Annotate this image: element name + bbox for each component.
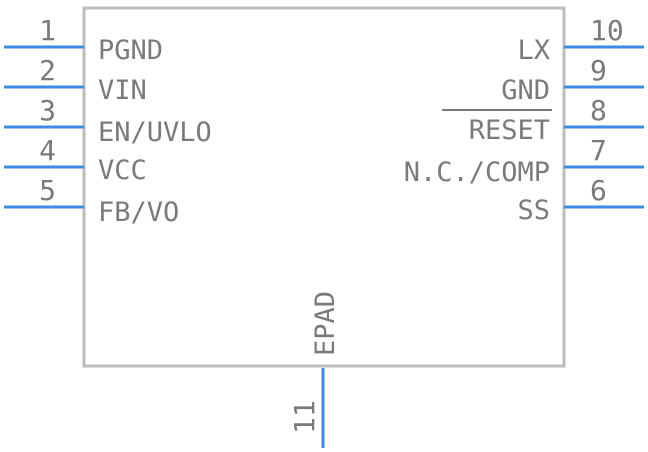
pin-number-6: 6 — [590, 174, 607, 207]
pin-number-4: 4 — [39, 134, 56, 167]
pin-name-8: RESET — [469, 115, 550, 146]
pin-name-3: EN/UVLO — [98, 117, 212, 148]
pin-name-4: VCC — [98, 155, 147, 186]
pin-number-1: 1 — [39, 14, 56, 47]
pin-number-9: 9 — [590, 54, 607, 87]
chip-body — [82, 6, 566, 368]
pin-number-5: 5 — [39, 174, 56, 207]
pin-name-1: PGND — [98, 35, 163, 66]
pin-number-8: 8 — [590, 94, 607, 127]
pin-name-7: N.C./COMP — [404, 157, 550, 188]
pin-name-11: EPAD — [310, 291, 341, 356]
pin-name-5: FB/VO — [98, 197, 179, 228]
pin-name-6: SS — [517, 195, 550, 226]
pin-name-9: GND — [501, 75, 550, 106]
pin-number-2: 2 — [39, 54, 56, 87]
pin-name-2: VIN — [98, 75, 147, 106]
pin-number-11: 11 — [288, 400, 321, 434]
pin-number-10: 10 — [590, 14, 624, 47]
pin-name-10: LX — [517, 35, 550, 66]
pin-number-7: 7 — [590, 134, 607, 167]
pin-number-3: 3 — [39, 94, 56, 127]
